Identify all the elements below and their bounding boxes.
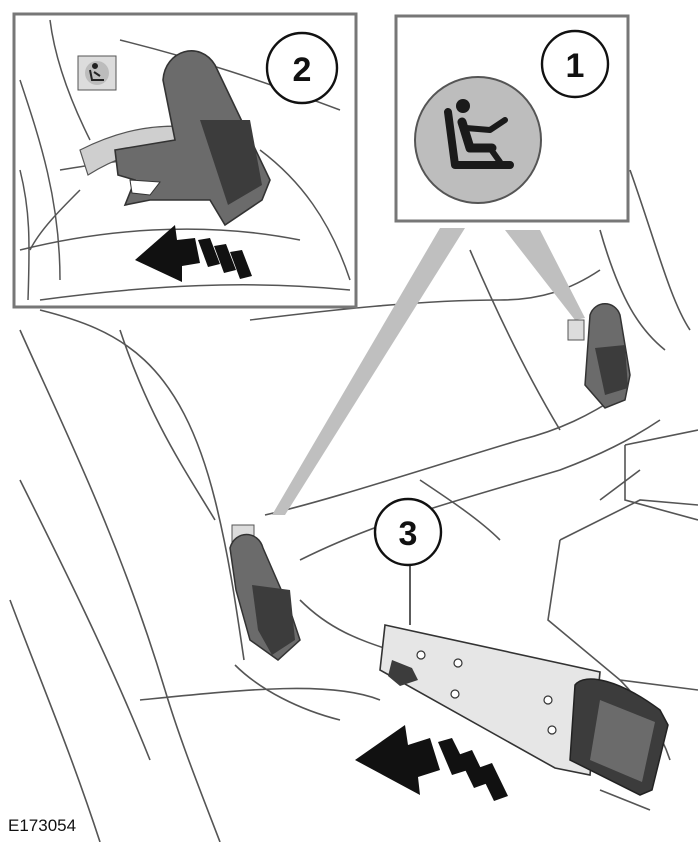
push-arrow-icon: [355, 725, 508, 801]
callout-circle-2: [265, 31, 339, 105]
callout-number-3: 3: [399, 515, 418, 553]
figure-code: E173054: [8, 816, 77, 835]
callout-number-2: 2: [293, 51, 312, 89]
callout-wedge-1: [505, 230, 585, 320]
inset-box-1: 1: [394, 14, 630, 223]
push-arrow-icon-inset: [135, 225, 252, 282]
callout-circle-3: [373, 497, 443, 567]
callout-wedge-2: [272, 228, 465, 515]
child-seat-latch: [379, 624, 669, 796]
child-seat-isofix-icon-small: [89, 63, 104, 81]
isofix-anchor-left: [229, 524, 301, 661]
inset-box-2: 2: [12, 12, 358, 309]
callout-circle-1: [540, 29, 610, 99]
isofix-symbol-disc: [414, 76, 542, 204]
child-seat-isofix-icon: [444, 99, 514, 169]
seat-outline: [9, 169, 698, 842]
callout-number-1: 1: [566, 47, 585, 85]
isofix-anchor-right: [567, 303, 631, 409]
